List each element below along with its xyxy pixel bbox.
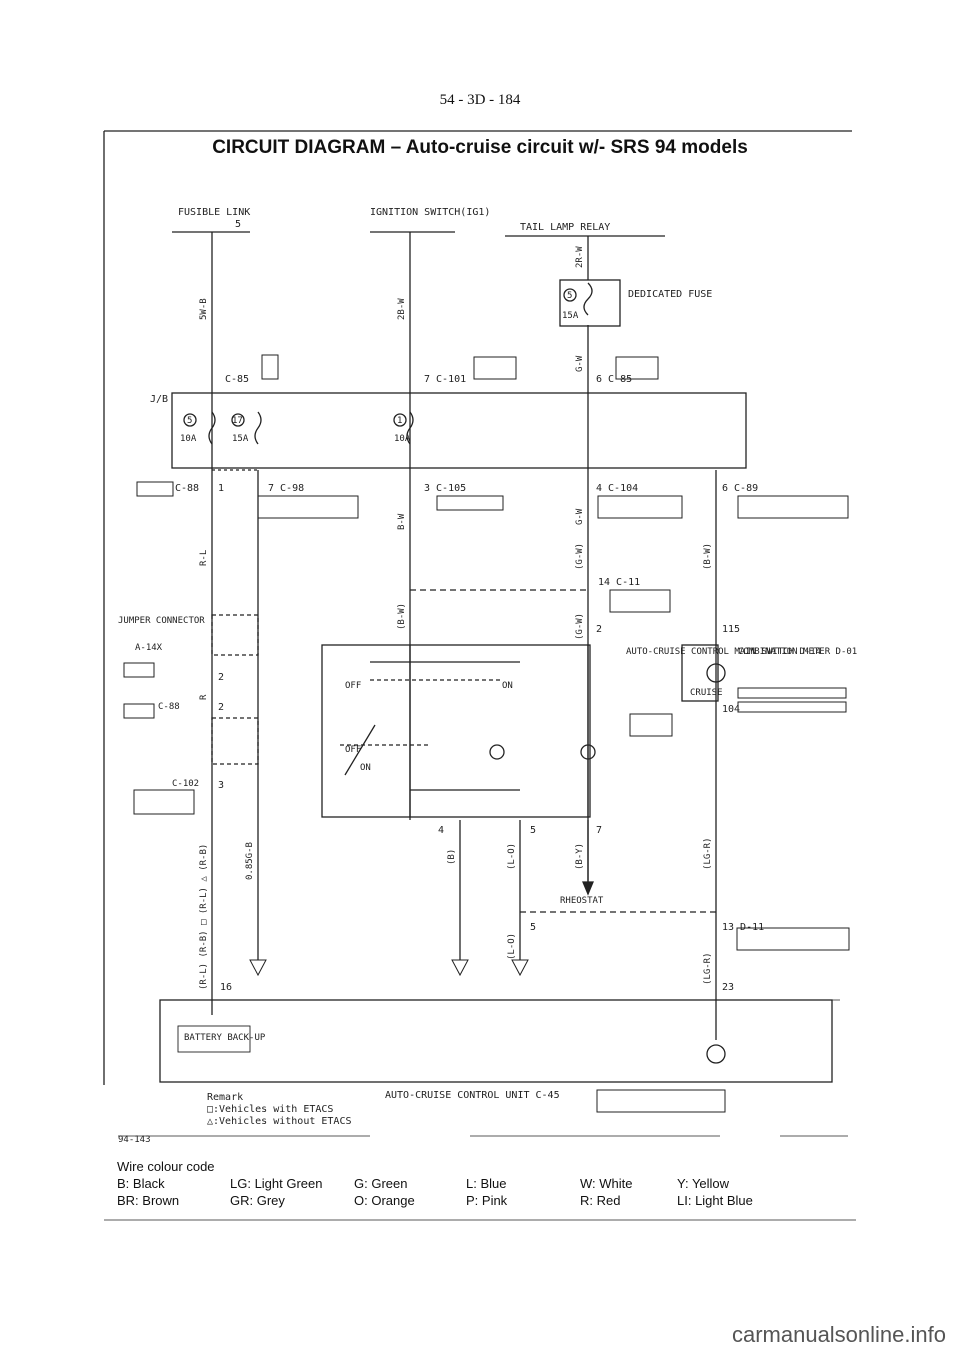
c101-label: 7 C-101 xyxy=(424,374,466,385)
legend-item: P: Pink xyxy=(466,1193,508,1208)
cruise-label: CRUISE xyxy=(690,688,723,698)
fusible-link-label: FUSIBLE LINK xyxy=(178,207,250,218)
wire-rl: R-L xyxy=(199,550,209,566)
legend-heading: Wire colour code xyxy=(117,1159,215,1174)
wire-by: (B-Y) xyxy=(575,843,585,870)
jb-fuse-1-amp: 10A xyxy=(394,434,411,444)
combination-meter-label: COMBINATION METER D-01 xyxy=(738,647,857,657)
remark-line-1: □:Vehicles with ETACS xyxy=(207,1104,333,1115)
c85-right-label: 6 C-85 xyxy=(596,374,632,385)
d11-label: 13 D-11 xyxy=(722,922,764,933)
pin-104: 104 xyxy=(722,704,740,715)
jb-fuse-5-amp: 10A xyxy=(180,434,197,444)
c85-left-label: C-85 xyxy=(225,374,249,385)
legend-item: G: Green xyxy=(354,1176,408,1191)
wire-085gb: 0.85G-B xyxy=(245,842,255,880)
legend-item: B: Black xyxy=(117,1176,165,1191)
remark-title: Remark xyxy=(207,1092,243,1103)
page-number: 54 - 3D - 184 xyxy=(439,92,521,108)
pin-3: 3 xyxy=(218,780,224,791)
pin-115: 115 xyxy=(722,624,740,635)
c105-label: 3 C-105 xyxy=(424,483,466,494)
control-unit-label: AUTO-CRUISE CONTROL UNIT C-45 xyxy=(385,1090,560,1101)
wire-lgr: (LG-R) xyxy=(703,837,713,870)
jumper-connector-label: JUMPER CONNECTOR xyxy=(118,616,205,626)
jb-label: J/B xyxy=(150,394,168,405)
remark-line-2: △:Vehicles without ETACS xyxy=(207,1116,352,1127)
c102-label: C-102 xyxy=(172,779,199,789)
wire-bw3: (B-W) xyxy=(703,543,713,570)
ignition-switch-label: IGNITION SWITCH(IG1) xyxy=(370,207,490,218)
pin-5: 5 xyxy=(530,825,536,836)
fuse-5-amp: 15A xyxy=(562,311,579,321)
wire-gw-top: G-W xyxy=(575,355,585,372)
legend-item: GR: Grey xyxy=(230,1193,285,1208)
tail-lamp-relay-label: TAIL LAMP RELAY xyxy=(520,222,610,233)
pin-1: 1 xyxy=(218,483,224,494)
legend-item: Y: Yellow xyxy=(677,1176,730,1191)
watermark-link[interactable]: carmanualsonline.info xyxy=(731,1322,946,1347)
switch-on-label-2: ON xyxy=(360,763,371,773)
legend-item: L: Blue xyxy=(466,1176,507,1191)
legend-item: R: Red xyxy=(580,1193,621,1208)
wire-gw4: (G-W) xyxy=(575,613,585,640)
c88-label: C-88 xyxy=(175,483,199,494)
switch-off-label: OFF xyxy=(345,681,361,691)
c98-label: 7 C-98 xyxy=(268,483,304,494)
legend-item: LI: Light Blue xyxy=(677,1193,753,1208)
wire-bw2: (B-W) xyxy=(397,603,407,630)
c88b-label: C-88 xyxy=(158,702,180,712)
wire-rl-rb: (R-L) (R-B) □ (R-L) △ (R-B) xyxy=(199,844,209,990)
wire-lo: (L-O) xyxy=(507,843,517,870)
c89-label: 6 C-89 xyxy=(722,483,758,494)
wire-lo2: (L-O) xyxy=(507,933,517,960)
pin-5b: 5 xyxy=(530,922,536,933)
fuse-5-number: 5 xyxy=(567,291,572,301)
figure-code: 94-143 xyxy=(118,1135,151,1145)
connector-blocks xyxy=(123,354,850,1113)
c11-label: 14 C-11 xyxy=(598,577,640,588)
c104-label: 4 C-104 xyxy=(596,483,638,494)
diagram-title: CIRCUIT DIAGRAM – Auto-cruise circuit w/… xyxy=(212,137,748,158)
wire-gw2: G-W xyxy=(575,508,585,525)
pin-7: 7 xyxy=(596,825,602,836)
rheostat-label: RHEOSTAT xyxy=(560,896,604,906)
legend-item: BR: Brown xyxy=(117,1193,180,1208)
pin-23: 23 xyxy=(722,982,734,993)
switch-off-label-2: OFF xyxy=(345,745,361,755)
pin-2: 2 xyxy=(218,672,224,683)
pin-16: 16 xyxy=(220,982,232,993)
wire-b: (B) xyxy=(447,849,457,865)
auto-cruise-switch-label: AUTO-CRUISE CONTROL MAIN SWITCH D-14 xyxy=(626,647,821,657)
pin-2b: 2 xyxy=(596,624,602,635)
wire-gw3: (G-W) xyxy=(575,543,585,570)
pin-2c: 2 xyxy=(218,702,224,713)
wire-5wb: 5W-B xyxy=(199,298,209,320)
pin-4: 4 xyxy=(438,825,444,836)
switch-on-label: ON xyxy=(502,681,513,691)
diagram-frame xyxy=(103,130,856,1221)
wire-2rw: 2R-W xyxy=(575,246,585,268)
legend-item: LG: Light Green xyxy=(230,1176,323,1191)
jb-fuse-1: 1 xyxy=(397,416,402,426)
fusible-link-number: 5 xyxy=(235,219,241,230)
a14x-label: A-14X xyxy=(135,643,163,653)
wire-lgr2: (LG-R) xyxy=(703,952,713,985)
jb-fuse-17: 17 xyxy=(232,416,243,426)
battery-backup-label: BATTERY BACK-UP xyxy=(184,1033,266,1043)
legend-item: W: White xyxy=(580,1176,633,1191)
wire-2bw: 2B-W xyxy=(397,298,407,320)
jb-fuse-17-amp: 15A xyxy=(232,434,249,444)
jb-fuse-5: 5 xyxy=(187,416,192,426)
wire-bw: B-W xyxy=(397,513,407,530)
wire-r: R xyxy=(199,694,209,700)
legend-item: O: Orange xyxy=(354,1193,415,1208)
dedicated-fuse-label: DEDICATED FUSE xyxy=(628,289,712,300)
